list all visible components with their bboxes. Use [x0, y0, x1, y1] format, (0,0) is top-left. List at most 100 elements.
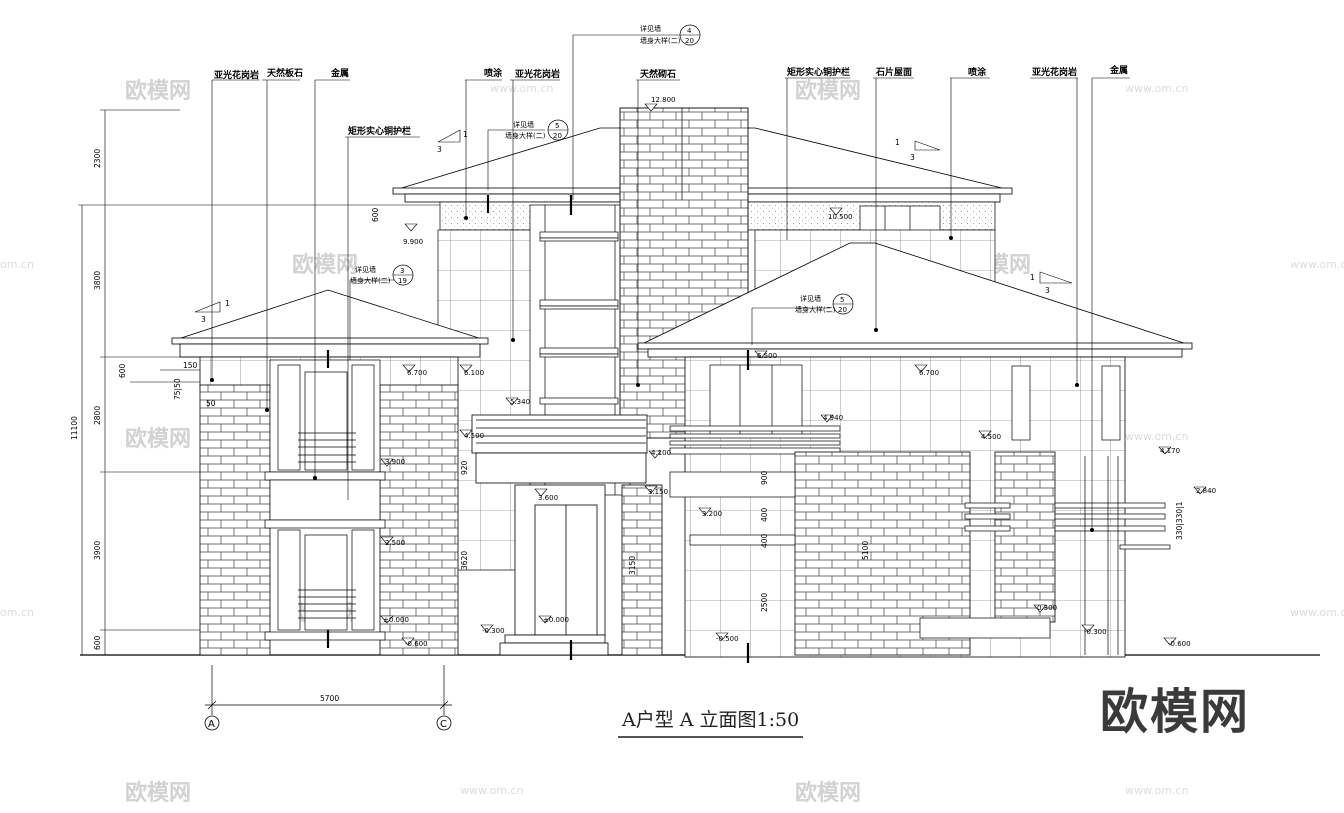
svg-text:6.700: 6.700: [919, 369, 939, 377]
svg-text:欧模网: 欧模网: [795, 78, 861, 104]
svg-text:5100: 5100: [861, 541, 870, 560]
svg-text:天然板石: 天然板石: [267, 67, 303, 79]
svg-text:3.150: 3.150: [648, 488, 668, 496]
svg-text:C: C: [440, 719, 447, 730]
svg-text:5: 5: [555, 122, 559, 130]
svg-text:-0.300: -0.300: [1084, 628, 1107, 636]
svg-text:6.100: 6.100: [464, 369, 484, 377]
middle-entry: [471, 414, 648, 656]
span-dimension-text: 5700: [320, 694, 339, 703]
svg-text:150: 150: [183, 361, 198, 370]
svg-text:20: 20: [553, 132, 562, 140]
svg-text:1: 1: [463, 130, 468, 139]
material-labels: 亚光花岗岩 天然板石 金属 矩形实心铜护栏 喷涂 亚光花岗岩 天然砌石 矩形实心…: [214, 64, 1128, 137]
svg-text:20: 20: [685, 37, 694, 45]
svg-text:欧模网: 欧模网: [795, 780, 861, 806]
detail-ref-c: 3 19 详见墙 墙身大样(二): [350, 264, 414, 286]
svg-text:om.cn: om.cn: [0, 258, 34, 271]
left-roof: [171, 289, 489, 358]
svg-text:600: 600: [118, 363, 127, 378]
site-logo: 欧模网: [1100, 684, 1251, 740]
span-dimension: [205, 665, 452, 715]
svg-text:±0.000: ±0.000: [383, 616, 409, 624]
svg-text:1: 1: [1030, 273, 1035, 282]
right-entry: [669, 456, 1119, 655]
svg-text:www.om.cn: www.om.cn: [460, 784, 523, 797]
svg-text:详见墙: 详见墙: [355, 265, 376, 274]
right-upper-window: [709, 364, 1121, 441]
svg-text:3150: 3150: [628, 556, 637, 575]
svg-text:10.500: 10.500: [828, 213, 853, 221]
svg-text:A: A: [208, 719, 215, 730]
axis-marker-a: A: [204, 715, 220, 731]
svg-text:19: 19: [398, 277, 407, 285]
svg-text:6.700: 6.700: [407, 369, 427, 377]
dimension-texts: 2300 3800 2800 3900 600 600 11100 600 15…: [70, 149, 1184, 650]
svg-text:1: 1: [225, 299, 230, 308]
svg-text:3800: 3800: [93, 271, 102, 290]
middle-balcony-railing: [476, 419, 646, 444]
svg-text:5.340: 5.340: [510, 398, 530, 406]
svg-text:3.600: 3.600: [538, 494, 558, 502]
svg-text:330|330|1: 330|330|1: [1175, 501, 1184, 540]
left-brick-pier-2: [379, 384, 459, 656]
level-markers: [380, 103, 1207, 646]
svg-text:400: 400: [760, 507, 769, 522]
svg-text:±0.000: ±0.000: [543, 616, 569, 624]
svg-text:600: 600: [371, 207, 380, 222]
right-balcony: [669, 425, 841, 455]
level-texts: 12.800 10.500 9.900 6.700 6.100 6.500 6.…: [383, 96, 1216, 648]
svg-text:4.940: 4.940: [823, 414, 843, 422]
svg-text:4.500: 4.500: [464, 432, 484, 440]
svg-text:石片屋面: 石片屋面: [875, 66, 912, 78]
svg-text:5: 5: [840, 296, 844, 304]
svg-text:详见墙: 详见墙: [640, 24, 661, 33]
svg-text:0.300: 0.300: [1037, 604, 1057, 612]
svg-text:墙身大样(二): 墙身大样(二): [640, 36, 681, 45]
svg-text:900: 900: [760, 470, 769, 485]
slope-texts: 1 3 1 3 1 3 1 3: [201, 130, 1050, 324]
svg-text:2.840: 2.840: [1196, 487, 1216, 495]
svg-text:矩形实心铜护栏: 矩形实心铜护栏: [347, 125, 411, 137]
svg-text:详见墙: 详见墙: [800, 294, 821, 303]
detail-ref-a: 4 20 详见墙 墙身大样(二): [640, 24, 701, 46]
svg-text:6.500: 6.500: [757, 352, 777, 360]
svg-text:www.om.cn: www.om.cn: [1125, 82, 1188, 95]
svg-text:欧模网: 欧模网: [125, 780, 191, 806]
svg-text:2500: 2500: [760, 593, 769, 612]
svg-text:920: 920: [460, 460, 469, 475]
svg-text:亚光花岗岩: 亚光花岗岩: [1032, 66, 1077, 78]
svg-text:墙身大样(二): 墙身大样(二): [350, 276, 391, 285]
right-brick-block-2: [994, 451, 1056, 623]
svg-text:20: 20: [838, 306, 847, 314]
svg-text:喷涂: 喷涂: [968, 66, 987, 78]
svg-text:矩形实心铜护栏: 矩形实心铜护栏: [786, 66, 850, 78]
svg-text:金属: 金属: [330, 67, 349, 79]
svg-text:2300: 2300: [93, 149, 102, 168]
svg-text:12.800: 12.800: [651, 96, 676, 104]
svg-text:欧模网: 欧模网: [125, 426, 191, 452]
svg-text:3620: 3620: [460, 551, 469, 570]
svg-text:墙身大样(二): 墙身大样(二): [795, 305, 836, 314]
left-dimension-chain: [78, 109, 440, 655]
svg-text:1: 1: [895, 138, 900, 147]
svg-text:-0.600: -0.600: [1168, 640, 1191, 648]
svg-text:4.500: 4.500: [981, 433, 1001, 441]
svg-text:3: 3: [437, 145, 442, 154]
svg-text:www.om.cn: www.om.cn: [1290, 258, 1344, 271]
svg-text:3: 3: [910, 153, 915, 162]
svg-text:11100: 11100: [70, 416, 79, 440]
drawing-title: A户型 A 立面图1:50: [618, 705, 804, 738]
svg-text:3: 3: [400, 267, 404, 275]
svg-text:4.170: 4.170: [1160, 447, 1180, 455]
svg-text:喷涂: 喷涂: [484, 67, 503, 79]
svg-text:2800: 2800: [93, 406, 102, 425]
svg-text:亚光花岗岩: 亚光花岗岩: [515, 68, 560, 80]
svg-text:3.900: 3.900: [385, 458, 405, 466]
left-railings: [298, 432, 356, 619]
svg-text:75|50: 75|50: [173, 378, 182, 400]
left-windows: [264, 359, 386, 641]
svg-text:om.cn: om.cn: [0, 606, 34, 619]
svg-text:50: 50: [206, 399, 216, 408]
